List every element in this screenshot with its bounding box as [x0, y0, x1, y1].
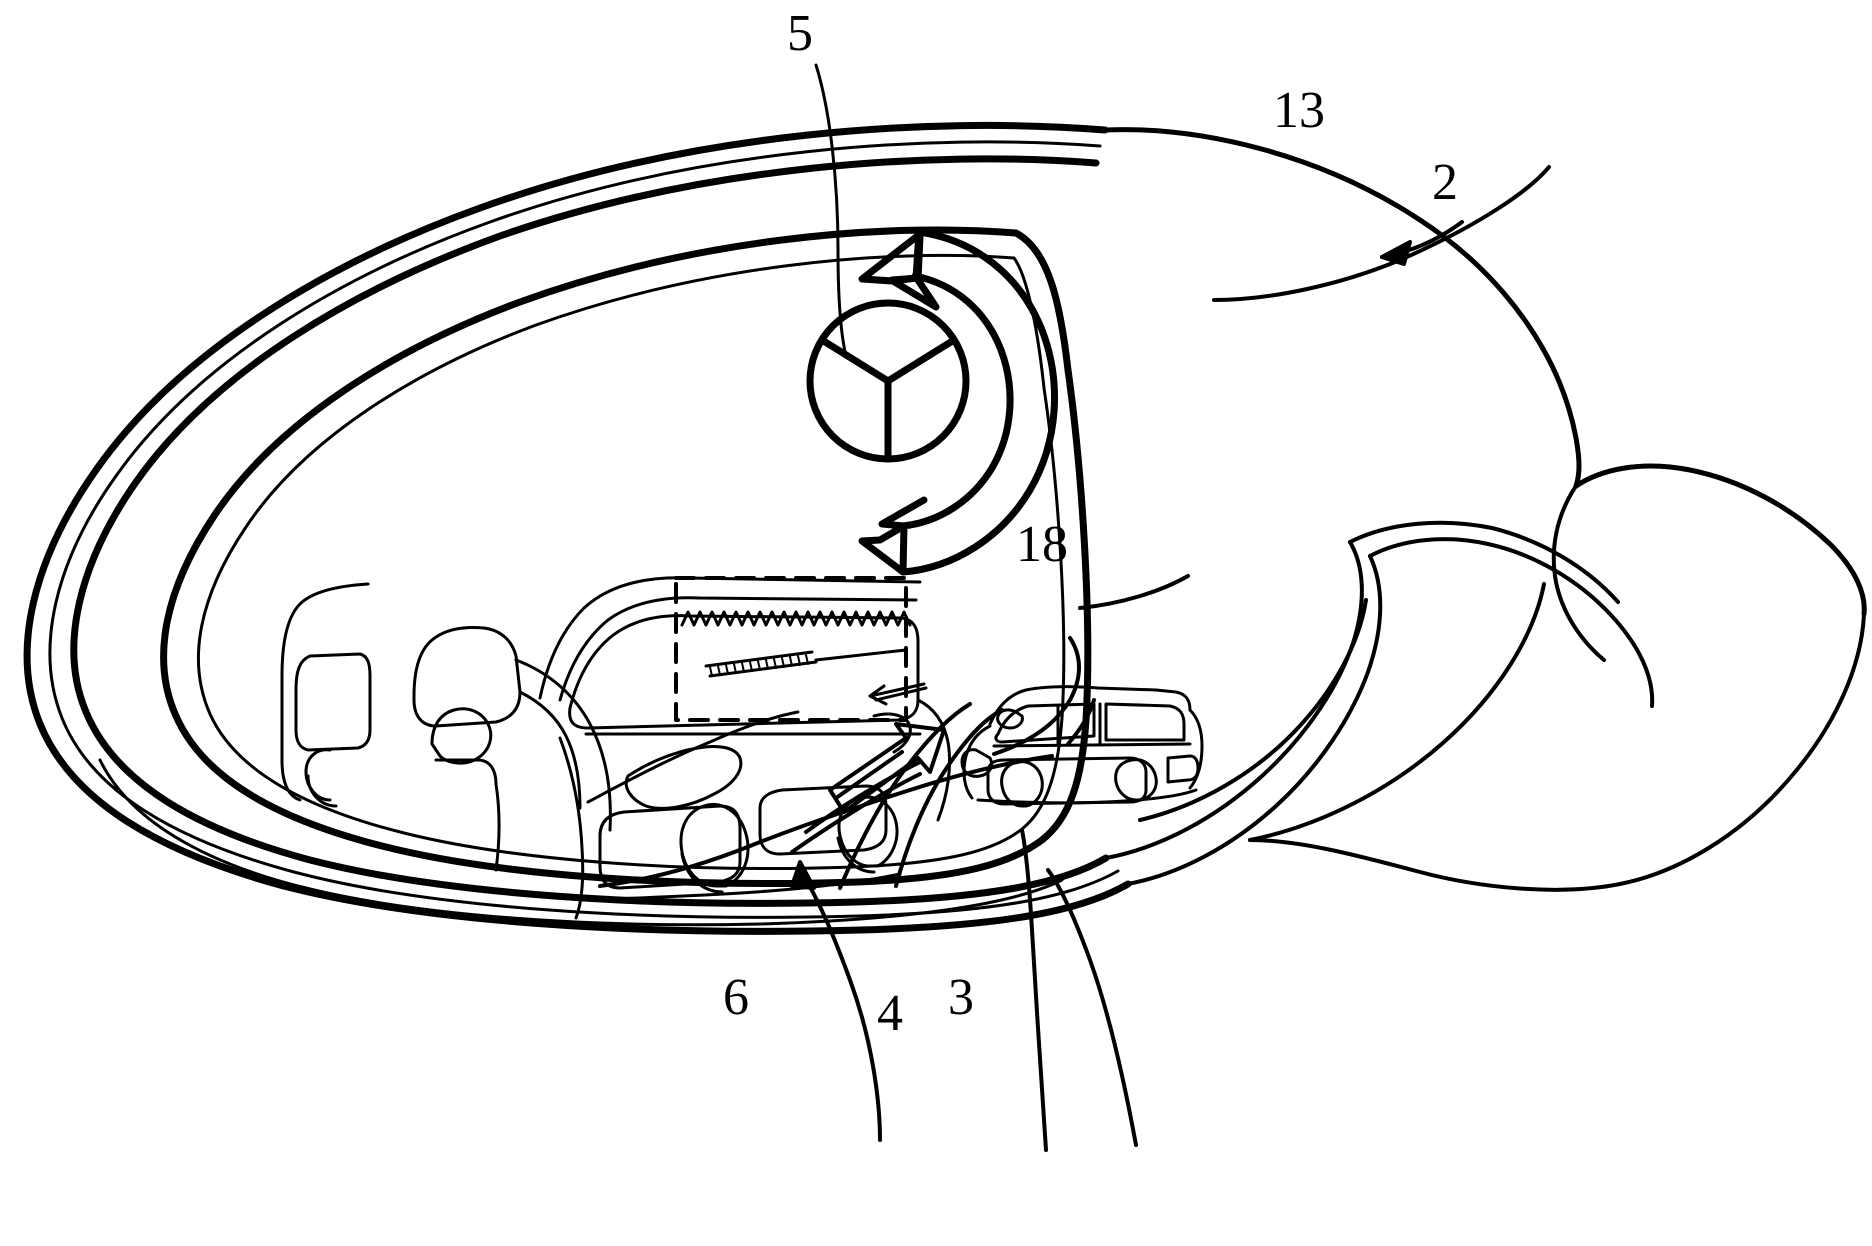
mirror-housing-outer [23, 121, 1132, 935]
detected-vehicle-front [962, 724, 992, 800]
road-direction-arrow-stem [834, 750, 904, 800]
hatched-bar-stem [814, 648, 908, 662]
mirror-housing-shell [70, 155, 1110, 907]
vehicle-body-lower [1248, 612, 1866, 892]
vehicle-body-crease [1551, 484, 1606, 662]
reflected-suv-roof [538, 576, 922, 700]
hatched-scale-bar [704, 650, 814, 668]
ref-numeral-6: 6 [723, 969, 749, 1026]
mirror-housing-contour [48, 140, 1120, 919]
leader-line-13 [1212, 165, 1551, 302]
rotation-arrow-head-bottom [878, 496, 928, 576]
mirror-glass-halo [98, 758, 1064, 927]
ref-numeral-3: 3 [948, 969, 974, 1026]
reflected-suv-bumper-2 [758, 784, 888, 856]
vehicle-body-fold-5 [1138, 598, 1368, 822]
vehicle-body-fold-4 [1348, 520, 1620, 604]
reflected-suv-bumper [598, 804, 742, 890]
vehicle-body-fold-1 [1126, 554, 1383, 886]
ref-numeral-2: 2 [1432, 154, 1458, 211]
vehicle-body-fold-2 [1104, 540, 1364, 860]
leader-line-4 [1020, 828, 1048, 1152]
rotation-3d-spokes [818, 336, 958, 463]
detected-vehicle-headlight [960, 748, 994, 778]
road-marking-left [804, 760, 922, 834]
reflected-van-front [494, 782, 501, 872]
road-horizon [992, 636, 1081, 756]
reflected-suv-grille-curve [586, 710, 800, 804]
reflected-suv-skirt [580, 872, 902, 902]
reflected-van-roof [280, 582, 370, 678]
vehicle-body-fold-6 [1248, 582, 1546, 842]
leader-line-18 [1078, 574, 1190, 610]
ref-numeral-4: 4 [877, 985, 903, 1042]
ref-numeral-18: 18 [1016, 516, 1068, 573]
reflected-van-hood2 [514, 658, 612, 832]
reflected-van-wheel-2 [306, 774, 338, 808]
reflected-van-mirror [430, 707, 493, 765]
detected-vehicle-skirt [976, 788, 1198, 805]
rotation-arrow-head-bottom2 [858, 522, 908, 576]
rotation-arrow-outer [899, 228, 1058, 576]
reflected-van-body [280, 674, 302, 802]
vehicle-body-panel [1102, 127, 1582, 489]
detected-vehicle-wheel-front [1000, 760, 1044, 808]
reflected-suv-window [568, 614, 920, 730]
detected-vehicle-roof-line [1154, 688, 1192, 712]
detected-vehicle-rear-light [1166, 754, 1200, 784]
leader-arrow-6-head [790, 860, 816, 890]
reflected-suv-roofline2 [558, 596, 918, 702]
reflected-van-hood [518, 690, 582, 810]
rotation-arrow-head-top2 [858, 230, 924, 285]
leader-line-5 [814, 63, 848, 358]
reflected-suv-wheel-rear-2 [836, 836, 876, 874]
reflected-suv-wheel-front-2 [680, 852, 724, 894]
detected-vehicle-body-top [992, 742, 1192, 748]
detected-vehicle-mirror [996, 708, 1024, 730]
reflected-van-pillar [412, 626, 522, 728]
rotation-arrow-head-top [889, 228, 940, 311]
detected-vehicle-window [994, 702, 1096, 744]
reflected-van-mirror-arm [434, 758, 498, 786]
road-marking-left2 [790, 772, 922, 854]
leader-arrow-2-head [1380, 240, 1412, 266]
reflected-suv-hood [558, 736, 585, 920]
rotation-arrow-inner [899, 272, 1014, 530]
detected-vehicle-window-2 [1104, 702, 1186, 742]
detected-vehicle-wheel-rear [1114, 758, 1158, 802]
road-lane-curve-2 [894, 708, 1004, 888]
detected-vehicle-roof [988, 685, 1158, 726]
ref-numeral-13: 13 [1273, 82, 1325, 139]
vehicle-body-panel-edge [1573, 463, 1867, 617]
vehicle-body-fold-3 [1368, 537, 1655, 708]
reflected-suv-front-edge [916, 698, 952, 822]
reflected-suv-headlight-2 [872, 712, 912, 754]
reflected-suv-headlight [624, 744, 743, 810]
road-lane-curve [838, 702, 972, 890]
leader-line-6 [804, 878, 882, 1142]
reflected-suv-wheel-rear [837, 795, 899, 868]
road-direction-arrow [828, 722, 946, 814]
mirror-glass-inner [196, 253, 1066, 870]
mirror-glass-rim [160, 226, 1092, 887]
ref-numeral-5: 5 [787, 5, 813, 62]
hatched-scale-bar-ticks [709, 654, 809, 677]
zigzag-distance-line [680, 610, 912, 627]
reflected-van-window [294, 652, 372, 752]
leader-line-3 [1046, 868, 1138, 1147]
reflected-van-wheel [304, 748, 332, 802]
